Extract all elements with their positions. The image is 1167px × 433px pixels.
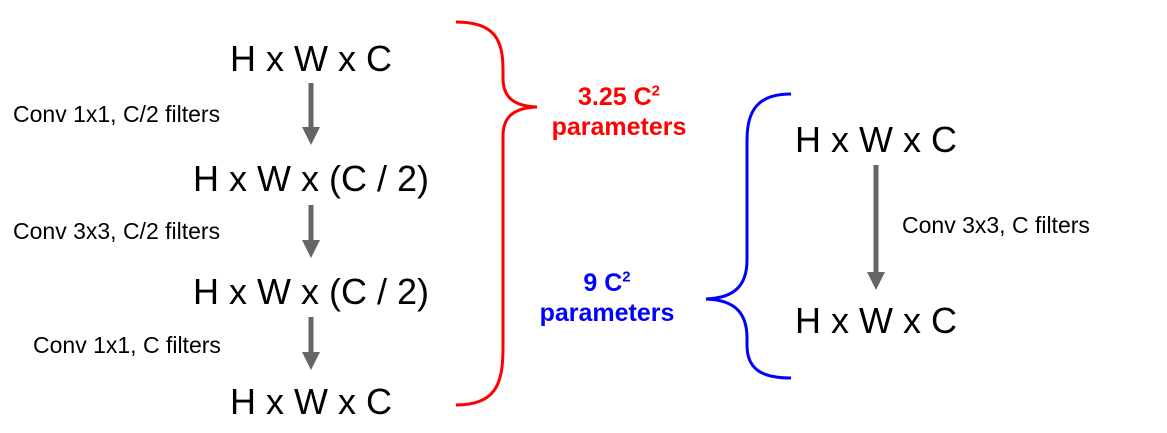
bottleneck-reduced-shape: H x W x (C / 2) [193,158,429,199]
arrow-down-icon [302,205,320,258]
plain-op-conv3x3: Conv 3x3, C filters [902,212,1090,238]
bottleneck-op-conv1x1-reduce: Conv 1x1, C/2 filters [13,101,221,127]
bottleneck-output-shape: H x W x C [230,381,392,422]
bottleneck-param-unit: parameters [551,113,687,141]
plain-param-unit: parameters [539,299,675,327]
plain-input-shape: H x W x C [795,119,957,160]
plain-param-value: 9 C2 [583,268,631,297]
plain-brace-icon [705,92,792,380]
arrow-down-icon [302,83,320,145]
bottleneck-brace-icon [455,20,538,407]
bottleneck-op-conv3x3: Conv 3x3, C/2 filters [13,218,221,244]
arrow-down-icon [867,165,885,290]
bottleneck-param-value: 3.25 C2 [577,82,660,111]
bottleneck-conv-shape: H x W x (C / 2) [193,271,429,312]
bottleneck-input-shape: H x W x C [230,38,392,79]
bottleneck-op-conv1x1-expand: Conv 1x1, C filters [33,332,221,358]
plain-param-count: 9 C2 parameters [540,268,675,328]
bottleneck-param-count: 3.25 C2 parameters [552,82,687,142]
arrow-down-icon [302,317,320,370]
plain-output-shape: H x W x C [795,300,957,341]
